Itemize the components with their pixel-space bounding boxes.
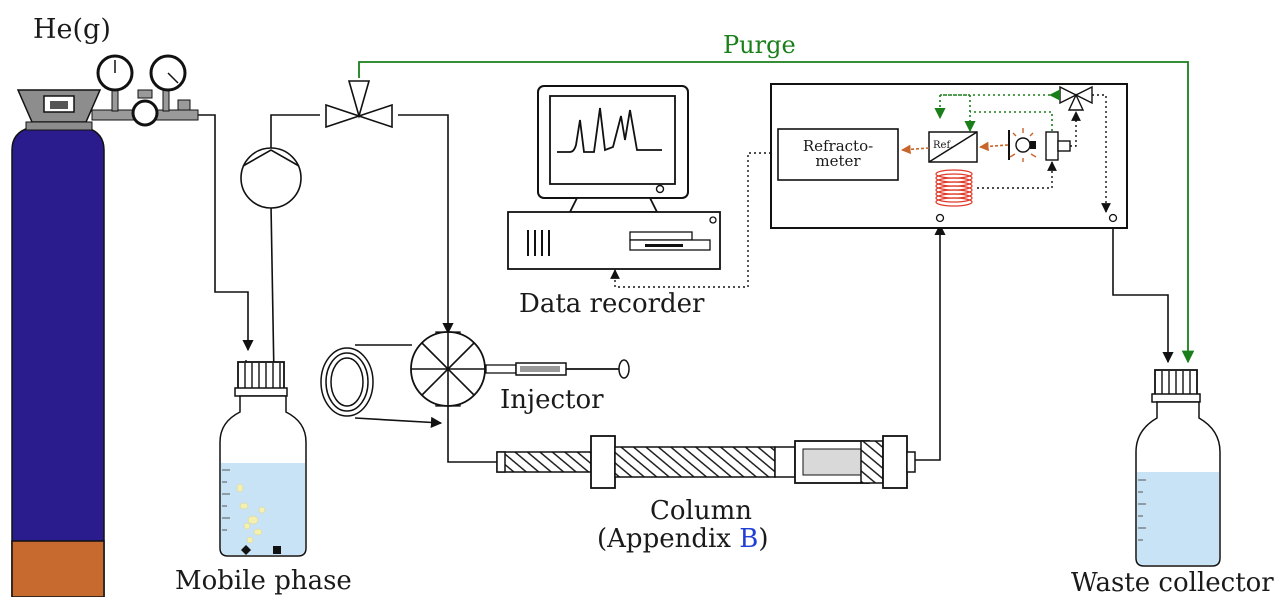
detector-inlet-port bbox=[935, 213, 945, 223]
refractometer-label-line1: Refracto- bbox=[803, 137, 873, 155]
appendix-prefix: (Appendix bbox=[597, 524, 739, 554]
refractometer-label-line2: meter bbox=[815, 152, 861, 170]
detector-purge-valve bbox=[1059, 85, 1093, 111]
waste-collector-label: Waste collector bbox=[1071, 568, 1274, 597]
pump bbox=[240, 147, 302, 209]
gas-bubbles bbox=[236, 483, 266, 544]
flow-cell bbox=[928, 131, 978, 163]
light-beam-out bbox=[901, 144, 930, 155]
detector-purge-path bbox=[934, 89, 1061, 133]
lamp-icon bbox=[1008, 128, 1037, 162]
heater-coil-icon bbox=[935, 169, 973, 207]
appendix-link[interactable]: B bbox=[739, 524, 758, 554]
mobile-phase-label: Mobile phase bbox=[175, 566, 352, 596]
injector-label: Injector bbox=[500, 385, 604, 415]
data-recorder-label: Data recorder bbox=[519, 289, 705, 319]
detector-outlet-port bbox=[1108, 213, 1118, 223]
waste-bottle bbox=[1135, 369, 1221, 567]
appendix-label: (Appendix B) bbox=[597, 524, 769, 554]
computer bbox=[507, 85, 721, 270]
pressure-gauge-right bbox=[149, 54, 187, 92]
gas-label: He(g) bbox=[33, 14, 111, 45]
purge-label: Purge bbox=[723, 31, 796, 59]
helium-cylinder bbox=[11, 89, 105, 597]
three-way-valve bbox=[325, 80, 393, 129]
pressure-gauge-left bbox=[96, 54, 134, 92]
pressure-regulator bbox=[91, 54, 199, 127]
column-label: Column bbox=[650, 496, 752, 526]
mobile-phase-bottle bbox=[219, 361, 307, 557]
column bbox=[496, 435, 916, 489]
signal-cable bbox=[610, 152, 771, 288]
appendix-suffix: ) bbox=[758, 524, 768, 554]
injector-valve bbox=[320, 331, 486, 417]
syringe bbox=[485, 359, 630, 379]
purge-line bbox=[358, 61, 1195, 364]
ref-cell-label: Ref. bbox=[933, 140, 953, 151]
detector-flow-path bbox=[977, 94, 1111, 213]
